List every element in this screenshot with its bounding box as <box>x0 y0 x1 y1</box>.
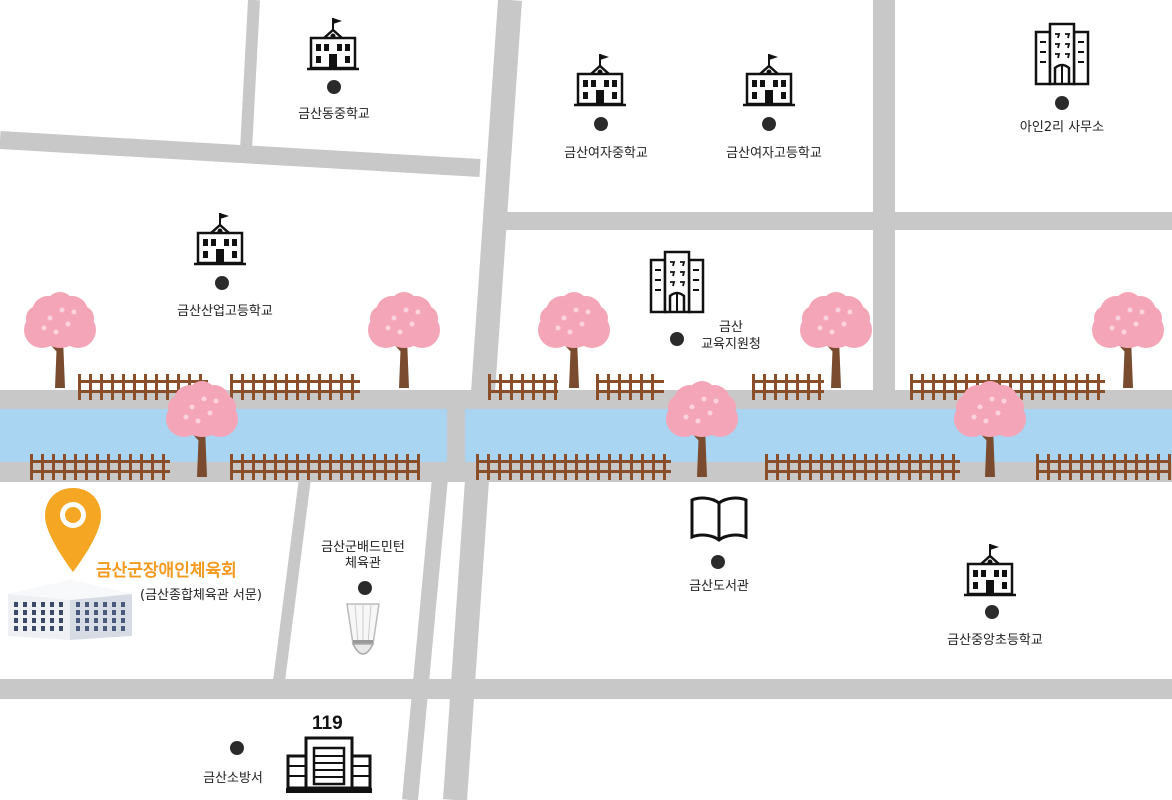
landmark-label-dongjung: 금산동중학교 <box>298 107 370 122</box>
shuttlecock-icon <box>346 603 380 655</box>
road <box>443 0 522 800</box>
road <box>402 477 448 800</box>
location-marker <box>594 117 608 131</box>
cherry-blossom-tree <box>24 292 96 388</box>
road <box>0 131 481 177</box>
fence <box>596 374 664 400</box>
sports-hall-building-icon <box>8 580 132 640</box>
cherry-blossom-tree <box>1092 292 1164 388</box>
school-icon <box>743 52 795 107</box>
landmark-label-badminton-1: 금산군배드민턴 <box>321 540 405 555</box>
landmark-label-yeojago: 금산여자고등학교 <box>726 146 822 161</box>
fire-station-number: 119 <box>312 713 343 734</box>
location-marker <box>711 555 725 569</box>
fence <box>230 374 360 400</box>
fence <box>1036 454 1171 480</box>
school-icon <box>964 542 1016 597</box>
fence <box>30 454 170 480</box>
fire-station-icon <box>286 736 372 793</box>
office-building-icon <box>649 250 705 314</box>
location-marker <box>762 117 776 131</box>
landmark-label-jungang: 금산중앙초등학교 <box>947 633 1043 648</box>
location-marker <box>1055 96 1069 110</box>
school-icon <box>574 52 626 107</box>
cherry-blossom-tree <box>800 292 872 388</box>
landmark-label-fire: 금산소방서 <box>203 771 263 786</box>
road <box>272 477 311 690</box>
cherry-blossom-tree <box>954 381 1026 477</box>
book-icon <box>690 496 748 542</box>
location-pin-icon <box>45 488 101 572</box>
cherry-blossom-tree <box>166 381 238 477</box>
school-icon <box>307 16 359 71</box>
landmark-label-ain2ri: 아인2리 사무소 <box>1019 120 1105 135</box>
destination-name: 금산군장애인체육회 <box>96 561 237 581</box>
location-marker <box>327 80 341 94</box>
location-marker <box>358 581 372 595</box>
fence <box>488 374 558 400</box>
landmark-label-badminton-2: 체육관 <box>345 556 381 571</box>
destination-sub-label: (금산종합체육관 서문) <box>140 588 262 603</box>
cherry-blossom-tree <box>538 292 610 388</box>
road <box>240 0 260 151</box>
landmark-label-edu-1: 금산 <box>719 320 743 335</box>
location-marker <box>985 605 999 619</box>
office-building-icon <box>1034 22 1090 86</box>
fence <box>230 454 420 480</box>
school-icon <box>194 211 246 266</box>
location-marker <box>670 332 684 346</box>
landmark-label-library: 금산도서관 <box>689 579 749 594</box>
bridge <box>447 405 465 467</box>
cherry-blossom-tree <box>666 381 738 477</box>
fence <box>765 454 960 480</box>
fence <box>476 454 671 480</box>
fence <box>752 374 824 400</box>
location-marker <box>215 276 229 290</box>
location-marker <box>230 741 244 755</box>
landmark-label-saneop: 금산산업고등학교 <box>177 304 273 319</box>
cherry-blossom-tree <box>368 292 440 388</box>
landmark-label-yeojajung: 금산여자중학교 <box>564 146 648 161</box>
landmark-label-edu-2: 교육지원청 <box>701 337 761 352</box>
